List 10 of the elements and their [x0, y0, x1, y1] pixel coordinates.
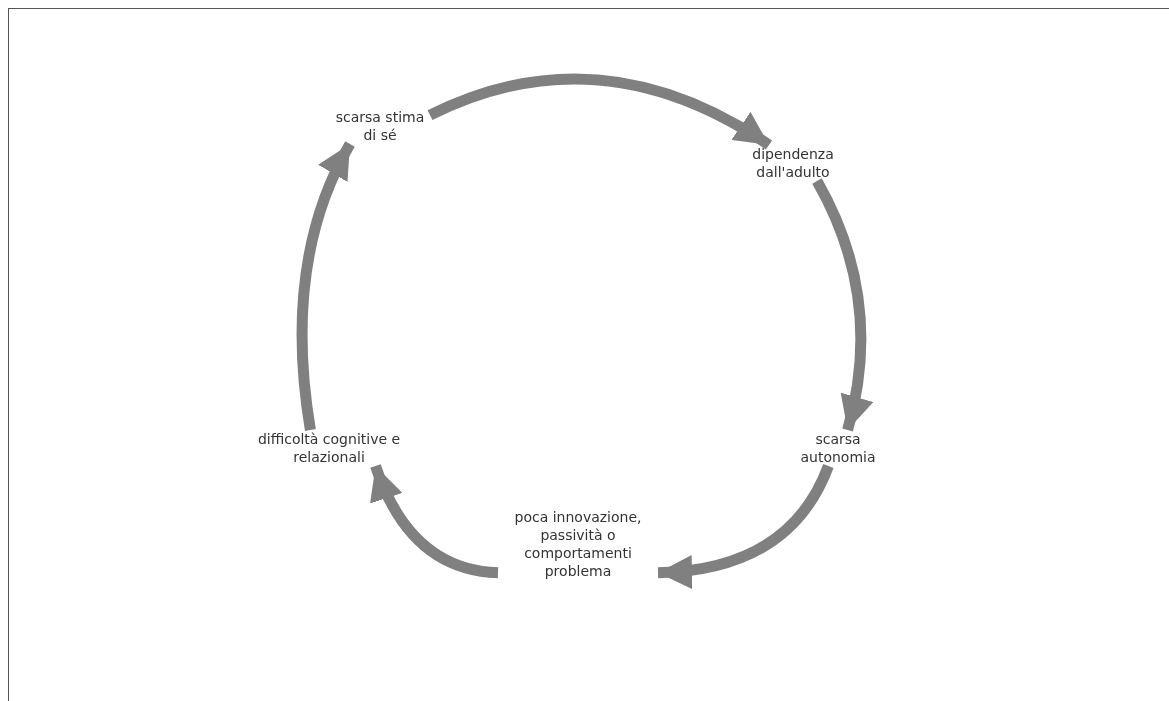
curved-arrow	[812, 178, 873, 432]
curved-arrow	[296, 141, 355, 431]
curved-arrow	[657, 463, 834, 588]
step-label: scarsa stima di sé	[334, 108, 426, 144]
step-label: poca innovazione, passività o comportamenti problema	[513, 508, 643, 580]
step-label: difficoltà cognitive e relazionali	[256, 430, 402, 466]
curved-arrow	[370, 464, 499, 579]
step-label: dipendenza dall'adulto	[751, 145, 835, 181]
step-label: scarsa autonomia	[799, 430, 877, 466]
curved-arrow	[427, 73, 772, 150]
